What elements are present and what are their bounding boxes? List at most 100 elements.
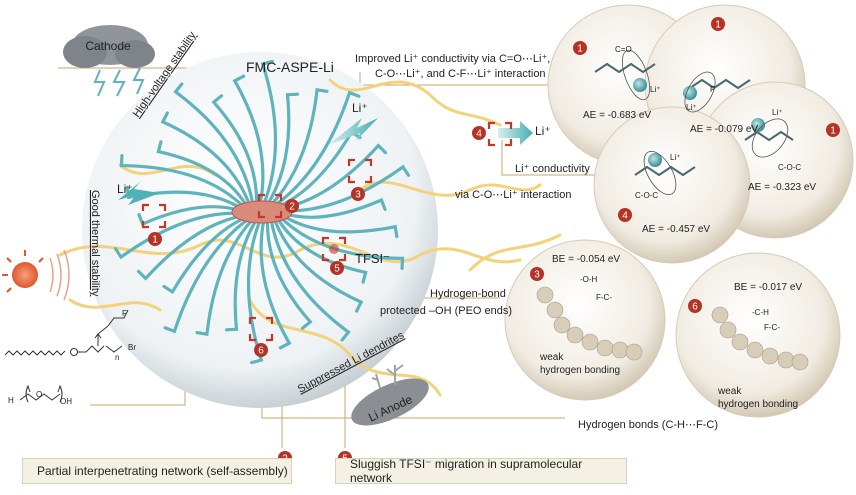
ae-tag-3a: Li⁺ xyxy=(772,108,782,117)
ae-tag-1a: C=O xyxy=(615,45,632,54)
polymer-arm xyxy=(278,212,399,239)
polymer-arm xyxy=(272,90,361,208)
ae-value-2: AE = -0.079 eV xyxy=(690,124,758,135)
dendrite-icon xyxy=(371,364,404,389)
star-polymer-arms xyxy=(113,59,411,365)
number-marker-1 xyxy=(148,232,162,246)
peo-h: H xyxy=(8,396,14,405)
ae-tag-2b: F xyxy=(710,85,715,94)
number-marker-label: 4 xyxy=(476,129,482,140)
li-arrow-left xyxy=(118,182,160,205)
polymer-arm xyxy=(278,164,411,213)
polymer-arm xyxy=(113,211,246,260)
number-marker-1 xyxy=(826,123,840,137)
polymer-arm xyxy=(137,205,246,227)
lightning-icon xyxy=(93,67,145,97)
peo-chains xyxy=(58,78,562,397)
hbonds-chf-label: Hydrogen bonds (C-H⋯F-C) xyxy=(578,419,718,431)
conductivity-mid-line2: via C-O⋯Li⁺ interaction xyxy=(455,189,571,201)
number-markers: 12345611143625 xyxy=(148,17,840,465)
polymer-arm xyxy=(272,216,364,313)
polymer-arm xyxy=(195,217,255,336)
peo-oh: OH xyxy=(60,397,72,406)
ae-value-4: AE = -0.457 eV xyxy=(642,224,710,235)
number-marker-label: 1 xyxy=(715,20,721,31)
caption-box-network: Partial interpenetrating network (self-a… xyxy=(22,458,292,484)
monomer-f: F xyxy=(122,309,127,318)
caption-tfsi-text: Sluggish TFSI⁻ migration in supramolecul… xyxy=(350,457,583,485)
number-marker-1 xyxy=(573,41,587,55)
number-marker-6 xyxy=(688,299,702,313)
polymer-arm xyxy=(246,218,264,365)
main-sphere xyxy=(82,52,438,408)
polymer-arm xyxy=(160,111,252,208)
number-marker-label: 1 xyxy=(830,126,836,137)
conductivity-mid-line1: Li⁺ conductivity xyxy=(515,163,590,175)
number-marker-4 xyxy=(472,126,486,140)
li-label-right: Li⁺ xyxy=(535,124,551,138)
be-note-6b: hydrogen bonding xyxy=(718,399,798,410)
number-marker-5 xyxy=(330,261,344,275)
number-marker-label: 6 xyxy=(692,302,698,313)
caption-box-tfsi: Sluggish TFSI⁻ migration in supramolecul… xyxy=(335,457,627,485)
ae-circle-4 xyxy=(593,106,751,264)
li-ion-spheres xyxy=(633,78,765,167)
polymer-arm xyxy=(156,140,250,209)
li-arrow-up-right xyxy=(328,118,378,145)
monomer-br: Br xyxy=(128,343,136,352)
be-tag-6a: -C-H xyxy=(752,308,769,317)
ae-tag-3b: C-O-C xyxy=(778,163,801,172)
be-circle-6 xyxy=(675,252,841,418)
polymer-arm xyxy=(265,92,300,206)
star-core xyxy=(231,200,293,224)
number-marker-4 xyxy=(618,208,632,222)
polymer-arm xyxy=(274,215,368,284)
number-marker-label: 2 xyxy=(289,202,295,213)
li-label-left: Li⁺ xyxy=(117,182,133,196)
be-note-6a: weak xyxy=(717,386,742,397)
hbond-label: Hydrogen-bond xyxy=(430,288,506,300)
tfsi-label: TFSI⁻ xyxy=(355,251,390,266)
polymer-arm xyxy=(136,213,248,281)
number-marker-label: 1 xyxy=(577,44,583,55)
be-tag-6b: F-C- xyxy=(764,323,780,332)
number-marker-label: 6 xyxy=(258,346,264,357)
thermal-label: Good thermal stability xyxy=(89,190,101,297)
polymer-arm xyxy=(260,59,278,206)
sun-icon xyxy=(2,249,70,301)
peo-o: O xyxy=(36,390,42,399)
tfsi-dot xyxy=(329,244,339,254)
number-marker-label: 4 xyxy=(622,211,628,222)
conductivity-top-line2: C-O⋯Li⁺, and C-F⋯Li⁺ interaction xyxy=(375,68,546,80)
polymer-arm xyxy=(259,218,292,350)
polymer-arm xyxy=(211,94,259,206)
ae-tag-2a: Li⁺ xyxy=(686,103,696,112)
ae-value-1: AE = -0.683 eV xyxy=(583,110,651,121)
be-value-3: BE = -0.054 eV xyxy=(552,254,620,265)
cathode-label: Cathode xyxy=(85,39,131,53)
ae-value-3: AE = -0.323 eV xyxy=(748,182,816,193)
polymer-arm xyxy=(276,143,388,211)
number-marker-3 xyxy=(351,187,365,201)
polymer-arm xyxy=(265,218,313,330)
cathode-cloud: Cathode xyxy=(63,25,155,68)
number-marker-6 xyxy=(254,343,268,357)
polymer-arm xyxy=(276,213,405,270)
li-arrow-right xyxy=(498,121,533,145)
space-fill-molecules xyxy=(536,286,809,371)
number-marker-3 xyxy=(530,267,544,281)
ae-tag-1b: Li⁺ xyxy=(650,85,660,94)
ae-circles xyxy=(547,4,854,264)
be-circles xyxy=(504,239,841,418)
title: FMC-ASPE-Li xyxy=(246,59,334,75)
li-label-top: Li⁺ xyxy=(352,101,368,115)
conductivity-top-line1: Improved Li⁺ conductivity via C=O⋯Li⁺, xyxy=(355,53,550,65)
polymer-arm xyxy=(163,216,252,334)
number-marker-label: 1 xyxy=(152,235,158,246)
number-marker-label: 3 xyxy=(355,190,361,201)
number-marker-label: 5 xyxy=(334,264,340,275)
polymer-arm xyxy=(269,217,351,342)
ae-tag-4a: Li⁺ xyxy=(670,153,680,162)
